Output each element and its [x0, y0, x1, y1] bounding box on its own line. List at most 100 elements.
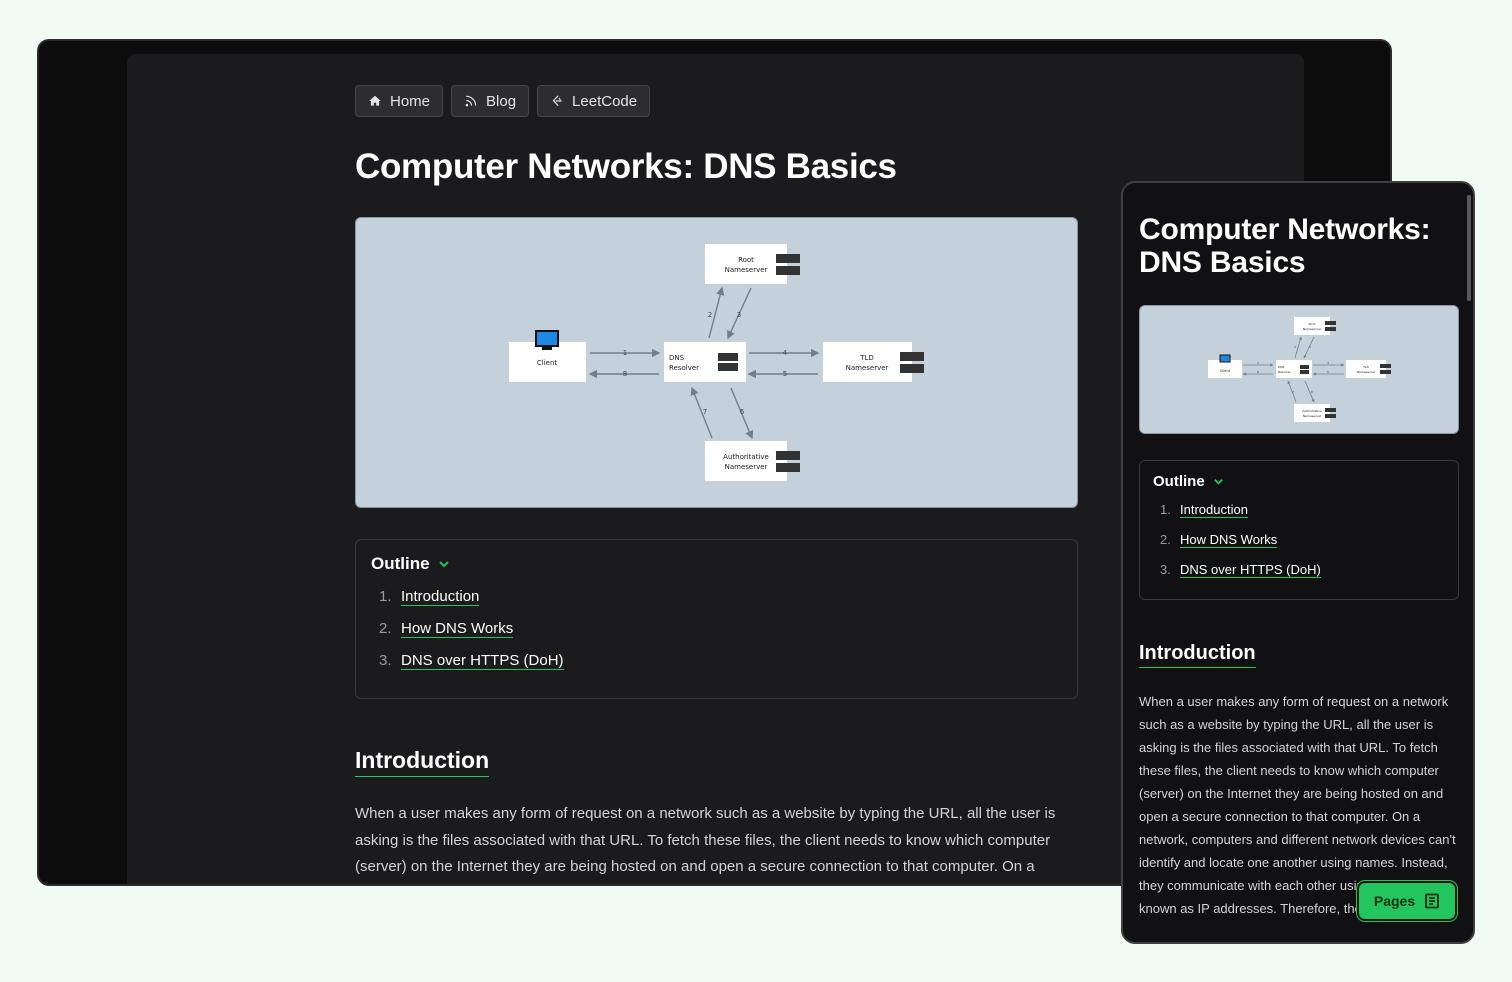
- mobile-root-label: Root: [1309, 322, 1317, 326]
- introduction-heading[interactable]: Introduction: [355, 747, 490, 777]
- outline-number: 2.: [379, 620, 392, 637]
- desktop-content: Home Blog LeetCode Computer Networks: DN…: [355, 85, 1078, 884]
- outline-link-introduction[interactable]: Introduction: [401, 588, 480, 606]
- authoritative-label: Authoritative: [723, 453, 769, 461]
- mobile-introduction-heading[interactable]: Introduction: [1139, 642, 1256, 668]
- outline-number: 2.: [1160, 532, 1171, 547]
- mobile-content: Computer Networks: DNS Basics Client: [1139, 213, 1459, 920]
- outline-item: 1. Introduction: [1160, 502, 1445, 518]
- outline-link-doh[interactable]: DNS over HTTPS (DoH): [401, 652, 564, 670]
- step-label: 5: [783, 370, 787, 378]
- mobile-outline-link-how-dns-works[interactable]: How DNS Works: [1180, 532, 1278, 548]
- home-icon: [369, 95, 381, 106]
- mobile-dns-diagram-svg: Client DNS Resolver Root Nameserver TLD: [1208, 317, 1391, 422]
- mobile-title-line: DNS Basics: [1139, 246, 1306, 279]
- mobile-step-label: 1: [1257, 361, 1259, 365]
- resolver-node: DNS Resolver: [664, 342, 746, 382]
- root-label: Root: [738, 256, 754, 264]
- mobile-outline-title: Outline: [1153, 473, 1205, 490]
- mobile-authoritative-label: Nameserver: [1303, 414, 1322, 418]
- outline-link-how-dns-works[interactable]: How DNS Works: [401, 620, 514, 638]
- mobile-tld-node: TLD Nameserver: [1346, 360, 1391, 378]
- leetcode-button[interactable]: LeetCode: [537, 85, 651, 117]
- client-node: Client: [509, 330, 586, 382]
- mobile-step-label: 5: [1327, 370, 1329, 374]
- mobile-page-title: Computer Networks: DNS Basics: [1139, 213, 1459, 279]
- outline-item: 3. DNS over HTTPS (DoH): [379, 652, 1062, 670]
- root-node: Root Nameserver: [705, 244, 800, 284]
- blog-label: Blog: [486, 92, 517, 110]
- step-label: 3: [737, 311, 741, 319]
- mobile-step-label: 8: [1257, 370, 1259, 374]
- mobile-outline-link-introduction[interactable]: Introduction: [1180, 502, 1248, 518]
- pages-button[interactable]: Pages: [1359, 883, 1455, 919]
- outline-number: 3.: [379, 652, 392, 669]
- outline-number: 3.: [1160, 562, 1171, 577]
- home-label: Home: [390, 92, 431, 110]
- mobile-title-line: Computer Networks:: [1139, 213, 1431, 246]
- mobile-outline-panel: Outline 1. Introduction 2. How DNS Works 3…: [1139, 460, 1459, 600]
- resolver-label: DNS: [669, 354, 685, 362]
- step-label: 8: [623, 370, 627, 378]
- resolver-label: Resolver: [669, 364, 699, 372]
- mobile-root-node: Root Nameserver: [1294, 317, 1336, 335]
- desktop-page: Home Blog LeetCode Computer Networks: DN…: [127, 54, 1304, 884]
- chevron-down-icon: [438, 561, 449, 568]
- mobile-step-label: 2: [1294, 345, 1296, 349]
- mobile-outline-toggle[interactable]: Outline: [1153, 473, 1445, 490]
- step-label: 4: [783, 349, 788, 357]
- mobile-authoritative-label: Authoritative: [1302, 409, 1322, 413]
- blog-button[interactable]: Blog: [451, 85, 530, 117]
- mobile-resolver-label: DNS: [1278, 365, 1285, 369]
- outline-list: 1. Introduction 2. How DNS Works 3. DNS ove…: [371, 588, 1062, 670]
- diagram-arrows: [588, 286, 820, 440]
- mobile-resolver-label: Resolver: [1278, 370, 1292, 374]
- outline-toggle[interactable]: Outline: [371, 554, 1062, 574]
- mobile-resolver-node: DNS Resolver: [1276, 360, 1312, 378]
- pages-label: Pages: [1373, 893, 1416, 909]
- mobile-step-label: 3: [1309, 345, 1311, 349]
- pages-list-icon: [1425, 893, 1440, 909]
- outline-number: 1.: [1160, 502, 1171, 517]
- mobile-dns-diagram: Client DNS Resolver Root Nameserver TLD: [1139, 305, 1459, 434]
- dns-diagram-svg: 1 8 4 5 2 3 6 7 Client: [509, 244, 924, 481]
- step-label: 1: [623, 349, 627, 357]
- outline-item: 1. Introduction: [379, 588, 1062, 606]
- mobile-client-node: Client: [1208, 354, 1242, 378]
- root-label: Nameserver: [725, 266, 768, 274]
- leetcode-label: LeetCode: [572, 92, 638, 110]
- tld-label: TLD: [859, 354, 874, 362]
- authoritative-label: Nameserver: [725, 463, 768, 471]
- outline-panel: Outline 1. Introduction 2. How DNS Works 3…: [355, 539, 1078, 699]
- home-button[interactable]: Home: [355, 85, 444, 117]
- mobile-window: Computer Networks: DNS Basics Client: [1121, 181, 1475, 944]
- step-label: 2: [708, 311, 712, 319]
- scrollbar[interactable]: [1467, 195, 1471, 301]
- mobile-authoritative-node: Authoritative Nameserver: [1294, 404, 1336, 422]
- step-label: 6: [740, 408, 745, 416]
- mobile-step-label: 7: [1292, 390, 1294, 394]
- mobile-diagram-arrows: [1242, 336, 1345, 403]
- rss-icon: [465, 95, 477, 107]
- mobile-root-label: Nameserver: [1303, 327, 1322, 331]
- mobile-tld-label: TLD: [1362, 365, 1370, 369]
- outline-item: 2. How DNS Works: [1160, 532, 1445, 548]
- mobile-outline-list: 1. Introduction 2. How DNS Works 3. DNS ove…: [1153, 502, 1445, 578]
- client-label: Client: [537, 359, 558, 367]
- mobile-client-label: Client: [1220, 369, 1231, 373]
- introduction-paragraph: When a user makes any form of request on…: [355, 805, 1056, 875]
- page-title: Computer Networks: DNS Basics: [355, 147, 897, 186]
- mobile-step-label: 4: [1327, 361, 1329, 365]
- outline-item: 3. DNS over HTTPS (DoH): [1160, 562, 1445, 578]
- authoritative-node: Authoritative Nameserver: [705, 441, 800, 481]
- leetcode-icon: [552, 95, 562, 107]
- mobile-step-label: 6: [1311, 390, 1313, 394]
- outline-item: 2. How DNS Works: [379, 620, 1062, 638]
- tld-node: TLD Nameserver: [823, 342, 924, 382]
- step-label: 7: [703, 408, 707, 416]
- outline-number: 1.: [379, 588, 392, 605]
- mobile-tld-label: Nameserver: [1357, 370, 1376, 374]
- tld-label: Nameserver: [846, 364, 889, 372]
- outline-title: Outline: [371, 554, 430, 573]
- mobile-outline-link-doh[interactable]: DNS over HTTPS (DoH): [1180, 562, 1321, 578]
